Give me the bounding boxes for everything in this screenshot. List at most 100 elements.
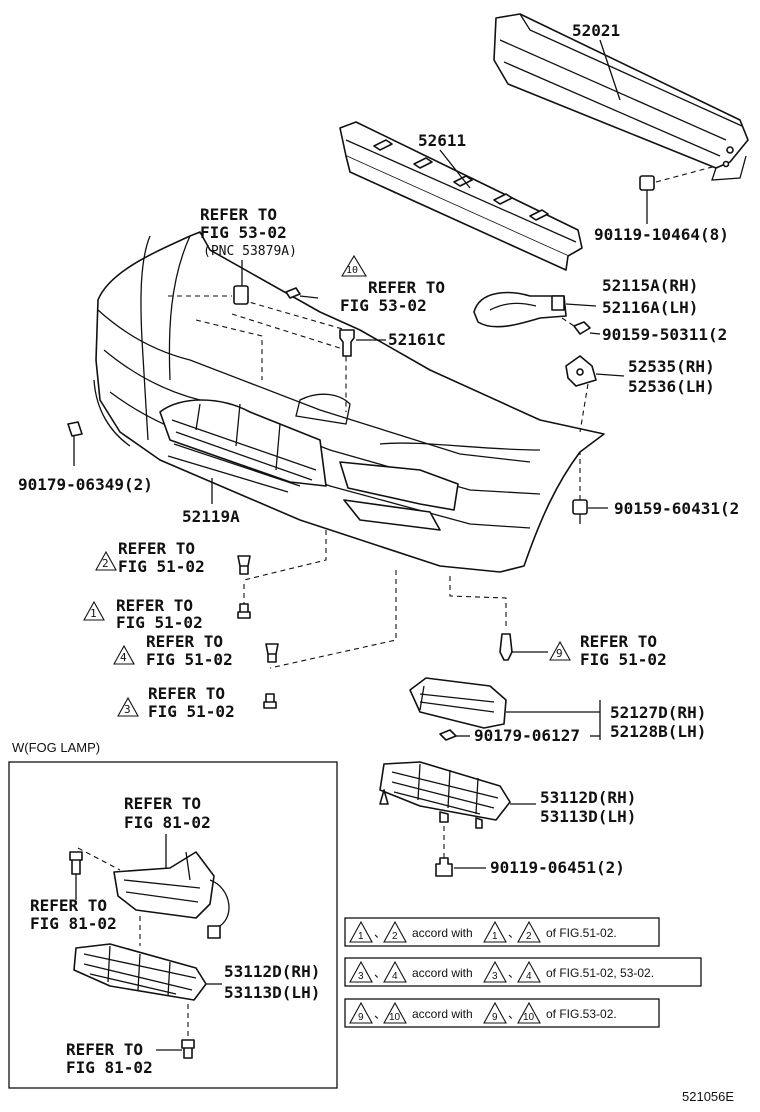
- fog-ref-c2: FIG 81-02: [66, 1058, 153, 1077]
- ref1-line1: REFER TO: [116, 596, 193, 615]
- note-callout-icon: 1: [483, 920, 507, 943]
- note-tail: of FIG.51-02.: [546, 926, 617, 940]
- ref4-line1: REFER TO: [146, 632, 223, 651]
- clip-ref-9: [499, 633, 513, 661]
- clip-ref-4: [265, 643, 279, 663]
- ref-top-line2: FIG 53-02: [200, 223, 287, 242]
- svg-text:9: 9: [492, 1012, 498, 1023]
- label-52127D: 52127D(RH): [610, 703, 706, 722]
- bolt-ref-3: [263, 693, 277, 709]
- clip-90179-06349: [67, 421, 83, 437]
- fog-ref-a1: REFER TO: [124, 794, 201, 813]
- callout-1: 1: [83, 600, 105, 621]
- screw-ref-10: [285, 287, 319, 299]
- note-separator: 、: [374, 1007, 386, 1021]
- bolt-ref-1: [237, 603, 251, 619]
- note-callout-icon: 3: [349, 960, 373, 983]
- note-tail: of FIG.51-02, 53-02.: [546, 966, 654, 980]
- svg-text:10: 10: [346, 265, 358, 276]
- label-53112D: 53112D(RH): [540, 788, 636, 807]
- note-callout-icon: 4: [517, 960, 541, 983]
- ref10-line2: FIG 53-02: [340, 296, 427, 315]
- bumper-reinforcement-52021: [493, 13, 749, 181]
- note-text: accord with: [412, 926, 473, 940]
- bolt-90119-10464: [639, 165, 717, 212]
- label-52536: 52536(LH): [628, 377, 715, 396]
- label-52611: 52611: [418, 131, 466, 150]
- label-90159-60431: 90159-60431(2: [614, 499, 739, 518]
- note-separator: 、: [508, 926, 520, 940]
- bracket-52535: [565, 355, 597, 387]
- fog-label-53113D: 53113D(LH): [224, 983, 320, 1002]
- clip-53879A: [233, 285, 249, 305]
- fog-ref-a2: FIG 81-02: [124, 813, 211, 832]
- callout-10: 10: [341, 254, 367, 277]
- callout-2: 2: [95, 550, 117, 571]
- screw-90159-50311: [561, 317, 591, 335]
- ref10-line1: REFER TO: [368, 278, 445, 297]
- fog-lamp-title: W(FOG LAMP): [12, 740, 100, 755]
- clip-90179-06127: [439, 729, 457, 741]
- ref4-line2: FIG 51-02: [146, 650, 233, 669]
- note-callout-icon: 9: [349, 1001, 373, 1024]
- note-separator: 、: [374, 966, 386, 980]
- svg-text:1: 1: [358, 931, 364, 942]
- label-90119-06451: 90119-06451(2): [490, 858, 625, 877]
- note-callout-icon: 9: [483, 1001, 507, 1024]
- note-text: accord with: [412, 966, 473, 980]
- bracket-52115A: [473, 291, 567, 328]
- fog-lamp-assembly: [113, 851, 230, 939]
- cover-52127D: [409, 677, 507, 729]
- note-callout-icon: 3: [483, 960, 507, 983]
- label-52161C: 52161C: [388, 330, 446, 349]
- bolt-90119-06451: [435, 857, 453, 877]
- retainer-52161C: [339, 329, 355, 357]
- svg-text:9: 9: [358, 1012, 364, 1023]
- svg-text:4: 4: [526, 971, 532, 982]
- label-52128B: 52128B(LH): [610, 722, 706, 741]
- label-52119A: 52119A: [182, 507, 240, 526]
- grille-53112D: [379, 761, 511, 829]
- ref3-line1: REFER TO: [148, 684, 225, 703]
- label-90179-06349: 90179-06349(2): [18, 475, 153, 494]
- note-callout-icon: 10: [517, 1001, 541, 1024]
- svg-text:3: 3: [492, 971, 498, 982]
- note-separator: 、: [508, 966, 520, 980]
- svg-text:10: 10: [389, 1012, 401, 1023]
- label-52115A: 52115A(RH): [602, 276, 698, 295]
- svg-text:3: 3: [124, 703, 131, 716]
- bolt-90159-60431: [572, 499, 588, 524]
- note-callout-icon: 10: [383, 1001, 407, 1024]
- note-separator: 、: [508, 1007, 520, 1021]
- svg-text:10: 10: [523, 1012, 535, 1023]
- fog-lamp-box: [8, 761, 338, 1089]
- svg-text:2: 2: [392, 931, 398, 942]
- label-52535: 52535(RH): [628, 357, 715, 376]
- ref2-line1: REFER TO: [118, 539, 195, 558]
- note-separator: 、: [374, 926, 386, 940]
- note-callout-icon: 2: [383, 920, 407, 943]
- svg-text:3: 3: [358, 971, 364, 982]
- svg-text:1: 1: [90, 607, 97, 620]
- fog-ref-b1: REFER TO: [30, 896, 107, 915]
- note-text: accord with: [412, 1007, 473, 1021]
- svg-text:2: 2: [102, 557, 109, 570]
- note-callout-icon: 4: [383, 960, 407, 983]
- callout-4: 4: [113, 644, 135, 665]
- fog-bolt-bottom: [181, 1039, 195, 1059]
- ref3-line2: FIG 51-02: [148, 702, 235, 721]
- fog-label-53112D: 53112D(RH): [224, 962, 320, 981]
- callout-9: 9: [549, 640, 571, 661]
- svg-text:4: 4: [120, 651, 127, 664]
- ref9-line1: REFER TO: [580, 632, 657, 651]
- fog-bolt-left: [69, 851, 83, 875]
- svg-text:4: 4: [392, 971, 398, 982]
- fog-grille-53112D: [73, 943, 207, 1001]
- bumper-cover-52119A: [93, 231, 605, 573]
- svg-text:9: 9: [556, 647, 563, 660]
- note-tail: of FIG.53-02.: [546, 1007, 617, 1021]
